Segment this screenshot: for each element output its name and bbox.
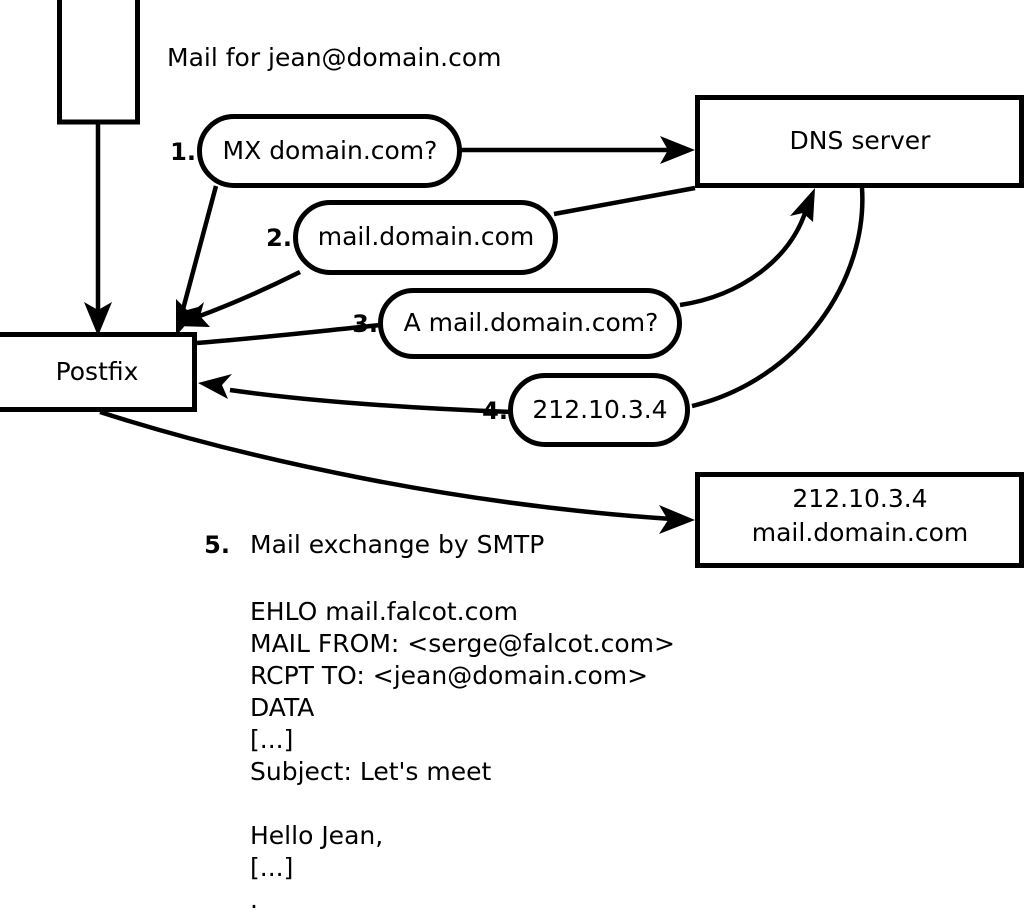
- edge-step2-to-postfix: [176, 269, 302, 327]
- bubble-step-3-label: A mail.domain.com?: [404, 308, 659, 337]
- node-mail-server-ip: 212.10.3.4: [792, 484, 927, 513]
- edge-dns-to-step4: [691, 187, 865, 409]
- bubble-step-2-label: mail.domain.com: [318, 222, 534, 251]
- smtp-transcript-line: Hello Jean,: [250, 821, 383, 850]
- step-number-1: 1.: [170, 138, 196, 166]
- bubble-step-2[interactable]: mail.domain.com: [293, 200, 558, 275]
- node-mail-server[interactable]: 212.10.3.4 mail.domain.com: [695, 472, 1024, 568]
- smtp-transcript-line: DATA: [250, 693, 314, 722]
- edge-step3-to-dns: [679, 188, 815, 308]
- node-postfix-label: Postfix: [56, 357, 139, 386]
- edge-step4-to-postfix: [198, 374, 513, 415]
- smtp-transcript-line: Subject: Let's meet: [250, 757, 491, 786]
- edge-client-to-postfix: [84, 122, 112, 336]
- node-postfix[interactable]: Postfix: [0, 332, 197, 412]
- smtp-transcript-line: [...]: [250, 853, 293, 882]
- step-number-3: 3.: [352, 310, 378, 338]
- edge-postfix-to-mailserver: [99, 409, 695, 534]
- bubble-step-1[interactable]: MX domain.com?: [197, 114, 462, 188]
- smtp-transcript-line: .: [250, 885, 258, 914]
- mail-for-label: Mail for jean@domain.com: [167, 43, 502, 72]
- edge-dns-to-step2: [553, 185, 696, 217]
- step-5-label: Mail exchange by SMTP: [250, 530, 544, 559]
- node-sender-client[interactable]: [57, 0, 140, 125]
- bubble-step-1-label: MX domain.com?: [223, 136, 438, 165]
- bubble-step-4[interactable]: 212.10.3.4: [508, 373, 690, 447]
- bubble-step-4-label: 212.10.3.4: [532, 395, 667, 424]
- smtp-transcript-line: EHLO mail.falcot.com: [250, 597, 518, 626]
- smtp-transcript-line: RCPT TO: <jean@domain.com>: [250, 661, 648, 690]
- step-number-4: 4.: [482, 397, 508, 425]
- edge-postfix-to-step3: [196, 322, 382, 346]
- smtp-transcript-line: [...]: [250, 725, 293, 754]
- smtp-transcript-line: MAIL FROM: <serge@falcot.com>: [250, 629, 675, 658]
- step-number-2: 2.: [266, 224, 292, 252]
- bubble-step-3[interactable]: A mail.domain.com?: [378, 288, 682, 359]
- node-mail-server-hostname: mail.domain.com: [752, 518, 968, 547]
- node-dns-server-label: DNS server: [790, 126, 932, 155]
- edge-step1-to-dns: [461, 136, 695, 164]
- node-dns-server[interactable]: DNS server: [695, 95, 1024, 188]
- step-number-5: 5.: [204, 531, 230, 559]
